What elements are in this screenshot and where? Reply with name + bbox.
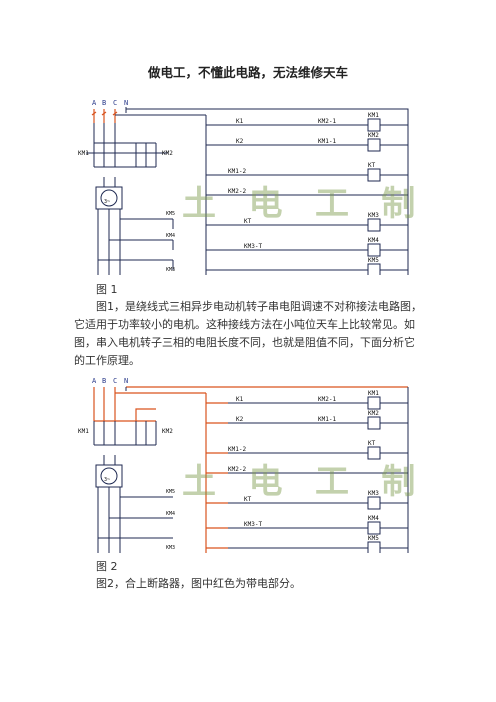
phase-a-label: A: [92, 99, 97, 107]
coil-km5-label: KM5: [368, 535, 379, 542]
motor-label: 3~: [104, 477, 110, 483]
coil-km2-label: KM2: [368, 410, 379, 417]
coil-kt-label: KT: [368, 440, 376, 447]
coil-km3-label: KM3: [368, 212, 379, 219]
k2-label: K2: [236, 138, 244, 145]
k2-label: K2: [236, 416, 244, 423]
km2-2-label: KM2-2: [228, 466, 246, 473]
coil-km5-label: KM5: [368, 257, 379, 264]
coil-km2-label: KM2: [368, 132, 379, 139]
circuit-diagram-2: A B C N KM1 KM2 3~ KM5 KM4 KM3 K1 K2 KM1…: [78, 373, 418, 553]
coil-km3-label: KM3: [368, 490, 379, 497]
km2-2-label: KM2-2: [228, 188, 246, 195]
km3-t-label: KM3-T: [244, 243, 262, 250]
km1-2-label: KM1-2: [228, 168, 246, 175]
phase-a-label: A: [92, 377, 97, 385]
motor-label: 3~: [104, 199, 110, 205]
figure-1-caption: 图 1: [96, 283, 118, 296]
km1-1-label: KM1-1: [318, 416, 336, 423]
phase-c-label: C: [113, 377, 117, 385]
phase-b-label: B: [102, 99, 106, 107]
km2-label: KM2: [162, 150, 173, 157]
figure-2-caption: 图 2: [96, 560, 118, 573]
circuit-diagram-1: A B C N KM1 KM2 3~ KM5 KM4 KM3 K1 K2 KM1: [78, 95, 418, 275]
km1-1-label: KM1-1: [318, 138, 336, 145]
watermark: 土 电 工 制 图: [182, 184, 418, 224]
paragraph-1: 图1，是绕线式三相异步电动机转子串电阻调速不对称接法电路图，它适用于功率较小的电…: [74, 300, 422, 367]
km2-label: KM2: [162, 428, 173, 435]
k1-label: K1: [236, 396, 244, 403]
phase-b-label: B: [102, 377, 106, 385]
coil-kt-label: KT: [368, 162, 376, 169]
km4-label: KM4: [166, 511, 175, 517]
km1-label: KM1: [78, 150, 89, 157]
k1-label: K1: [236, 118, 244, 125]
phase-n-label: N: [124, 377, 128, 385]
kt-label: KT: [244, 496, 252, 503]
coil-km4-label: KM4: [368, 515, 379, 522]
coil-km1-label: KM1: [368, 390, 379, 397]
phase-n-label: N: [124, 99, 128, 107]
km3-label: KM3: [166, 267, 175, 273]
phase-c-label: C: [113, 99, 117, 107]
km3-t-label: KM3-T: [244, 521, 262, 528]
km5-label: KM5: [166, 489, 175, 495]
paragraph-2: 图2，合上断路器，图中红色为带电部分。: [96, 577, 301, 590]
km4-label: KM4: [166, 233, 175, 239]
km3-label: KM3: [166, 545, 175, 551]
coil-km1-label: KM1: [368, 112, 379, 119]
km2-1-label: KM2-1: [318, 118, 336, 125]
watermark: 土 电 工 制 图: [182, 462, 418, 502]
km1-2-label: KM1-2: [228, 446, 246, 453]
km5-label: KM5: [166, 211, 175, 217]
km2-1-label: KM2-1: [318, 396, 336, 403]
page-title: 做电工，不懂此电路，无法维修天车: [147, 65, 348, 80]
kt-label: KT: [244, 218, 252, 225]
coil-km4-label: KM4: [368, 237, 379, 244]
km1-label: KM1: [78, 428, 89, 435]
